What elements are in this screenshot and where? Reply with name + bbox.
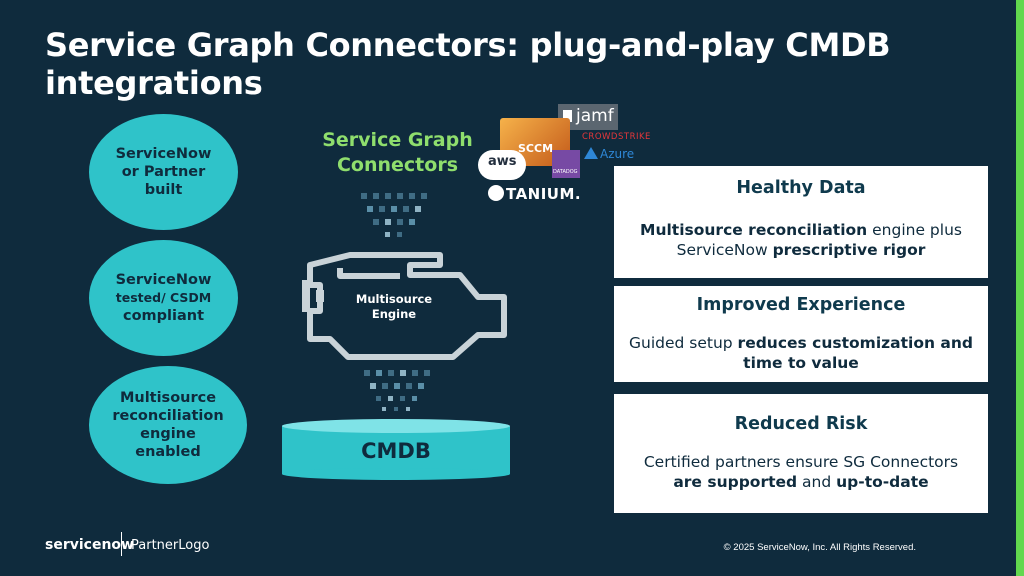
engine-icon xyxy=(302,252,507,360)
oval-line: engine xyxy=(140,426,196,442)
card-healthy-data: Healthy Data Multisource reconciliation … xyxy=(614,166,988,278)
servicenow-logo: servicenow xyxy=(45,537,134,553)
oval-built: ServiceNow or Partner built xyxy=(89,114,238,230)
oval-line: compliant xyxy=(122,308,205,324)
oval-line: reconciliation xyxy=(112,408,224,424)
aws-logo-text: aws xyxy=(488,154,517,169)
engine-label-line2: Engine xyxy=(372,307,416,321)
card-body-line: Guided setup reduces customization and xyxy=(628,334,973,352)
engine-label-line1: Multisource xyxy=(356,292,432,306)
partner-logo-cluster: jamf SCCM CROWDSTRIKE Azure aws DATADOG … xyxy=(478,104,651,209)
azure-logo: Azure xyxy=(600,147,635,161)
partner-logo: PartnerLogo xyxy=(131,538,210,553)
aws-logo: aws xyxy=(478,150,526,180)
card-body-line: Multisource reconciliation engine plus xyxy=(640,221,962,239)
card-body-line: are supported and up-to-date xyxy=(673,473,929,491)
copyright: © 2025 ServiceNow, Inc. All Rights Reser… xyxy=(723,542,916,553)
data-stream-top xyxy=(361,193,427,237)
jamf-mark-icon xyxy=(563,110,572,122)
oval-line: tested/ CSDM xyxy=(115,290,212,305)
datadog-logo-text: DATADOG xyxy=(553,169,578,175)
tanium-icon xyxy=(488,185,504,201)
card-heading: Healthy Data xyxy=(736,178,866,198)
oval-line: ServiceNow xyxy=(115,272,212,288)
cmdb-cylinder xyxy=(282,419,510,480)
accent-bar xyxy=(1016,0,1024,576)
card-body-line: ServiceNow prescriptive rigor xyxy=(676,241,926,259)
sccm-logo-text: SCCM xyxy=(518,142,554,155)
oval-tested: ServiceNow tested/ CSDM compliant xyxy=(89,240,238,356)
card-heading: Reduced Risk xyxy=(734,414,868,434)
card-improved-experience: Improved Experience Guided setup reduces… xyxy=(614,286,988,382)
card-body-line: Certified partners ensure SG Connectors xyxy=(643,453,959,471)
footer-divider xyxy=(121,532,122,556)
page-title: Service Graph Connectors: plug-and-play … xyxy=(45,26,891,102)
data-stream-bottom xyxy=(364,370,430,411)
card-heading: Improved Experience xyxy=(696,295,906,315)
crowdstrike-logo: CROWDSTRIKE xyxy=(582,132,651,142)
oval-reconciliation: Multisource reconciliation engine enable… xyxy=(89,366,247,484)
oval-line: Multisource xyxy=(119,390,217,406)
azure-icon xyxy=(584,147,598,159)
oval-line: or Partner xyxy=(121,164,206,180)
sg-connectors-label: Service Graph Connectors xyxy=(322,129,473,176)
card-reduced-risk: Reduced Risk Certified partners ensure S… xyxy=(614,394,988,513)
oval-line: ServiceNow xyxy=(115,146,212,162)
card-body-line: time to value xyxy=(743,354,859,372)
tanium-logo: TANIUM. xyxy=(506,185,582,203)
cmdb-label: CMDB xyxy=(361,439,431,463)
datadog-logo: DATADOG xyxy=(552,150,580,178)
jamf-logo-text: jamf xyxy=(576,106,614,126)
oval-line: enabled xyxy=(135,444,201,460)
oval-line: built xyxy=(144,182,183,198)
